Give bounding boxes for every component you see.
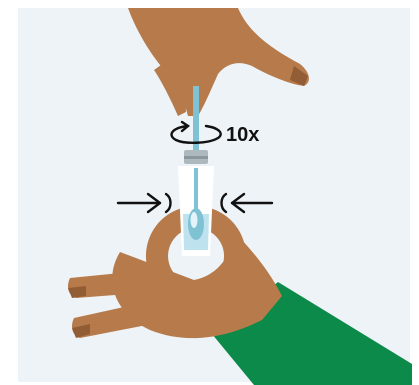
- swab-stick-inside: [194, 168, 198, 210]
- swab-tip-highlight: [191, 212, 198, 228]
- tube-cap-band: [184, 156, 208, 159]
- rotation-count-label: 10x: [226, 124, 259, 146]
